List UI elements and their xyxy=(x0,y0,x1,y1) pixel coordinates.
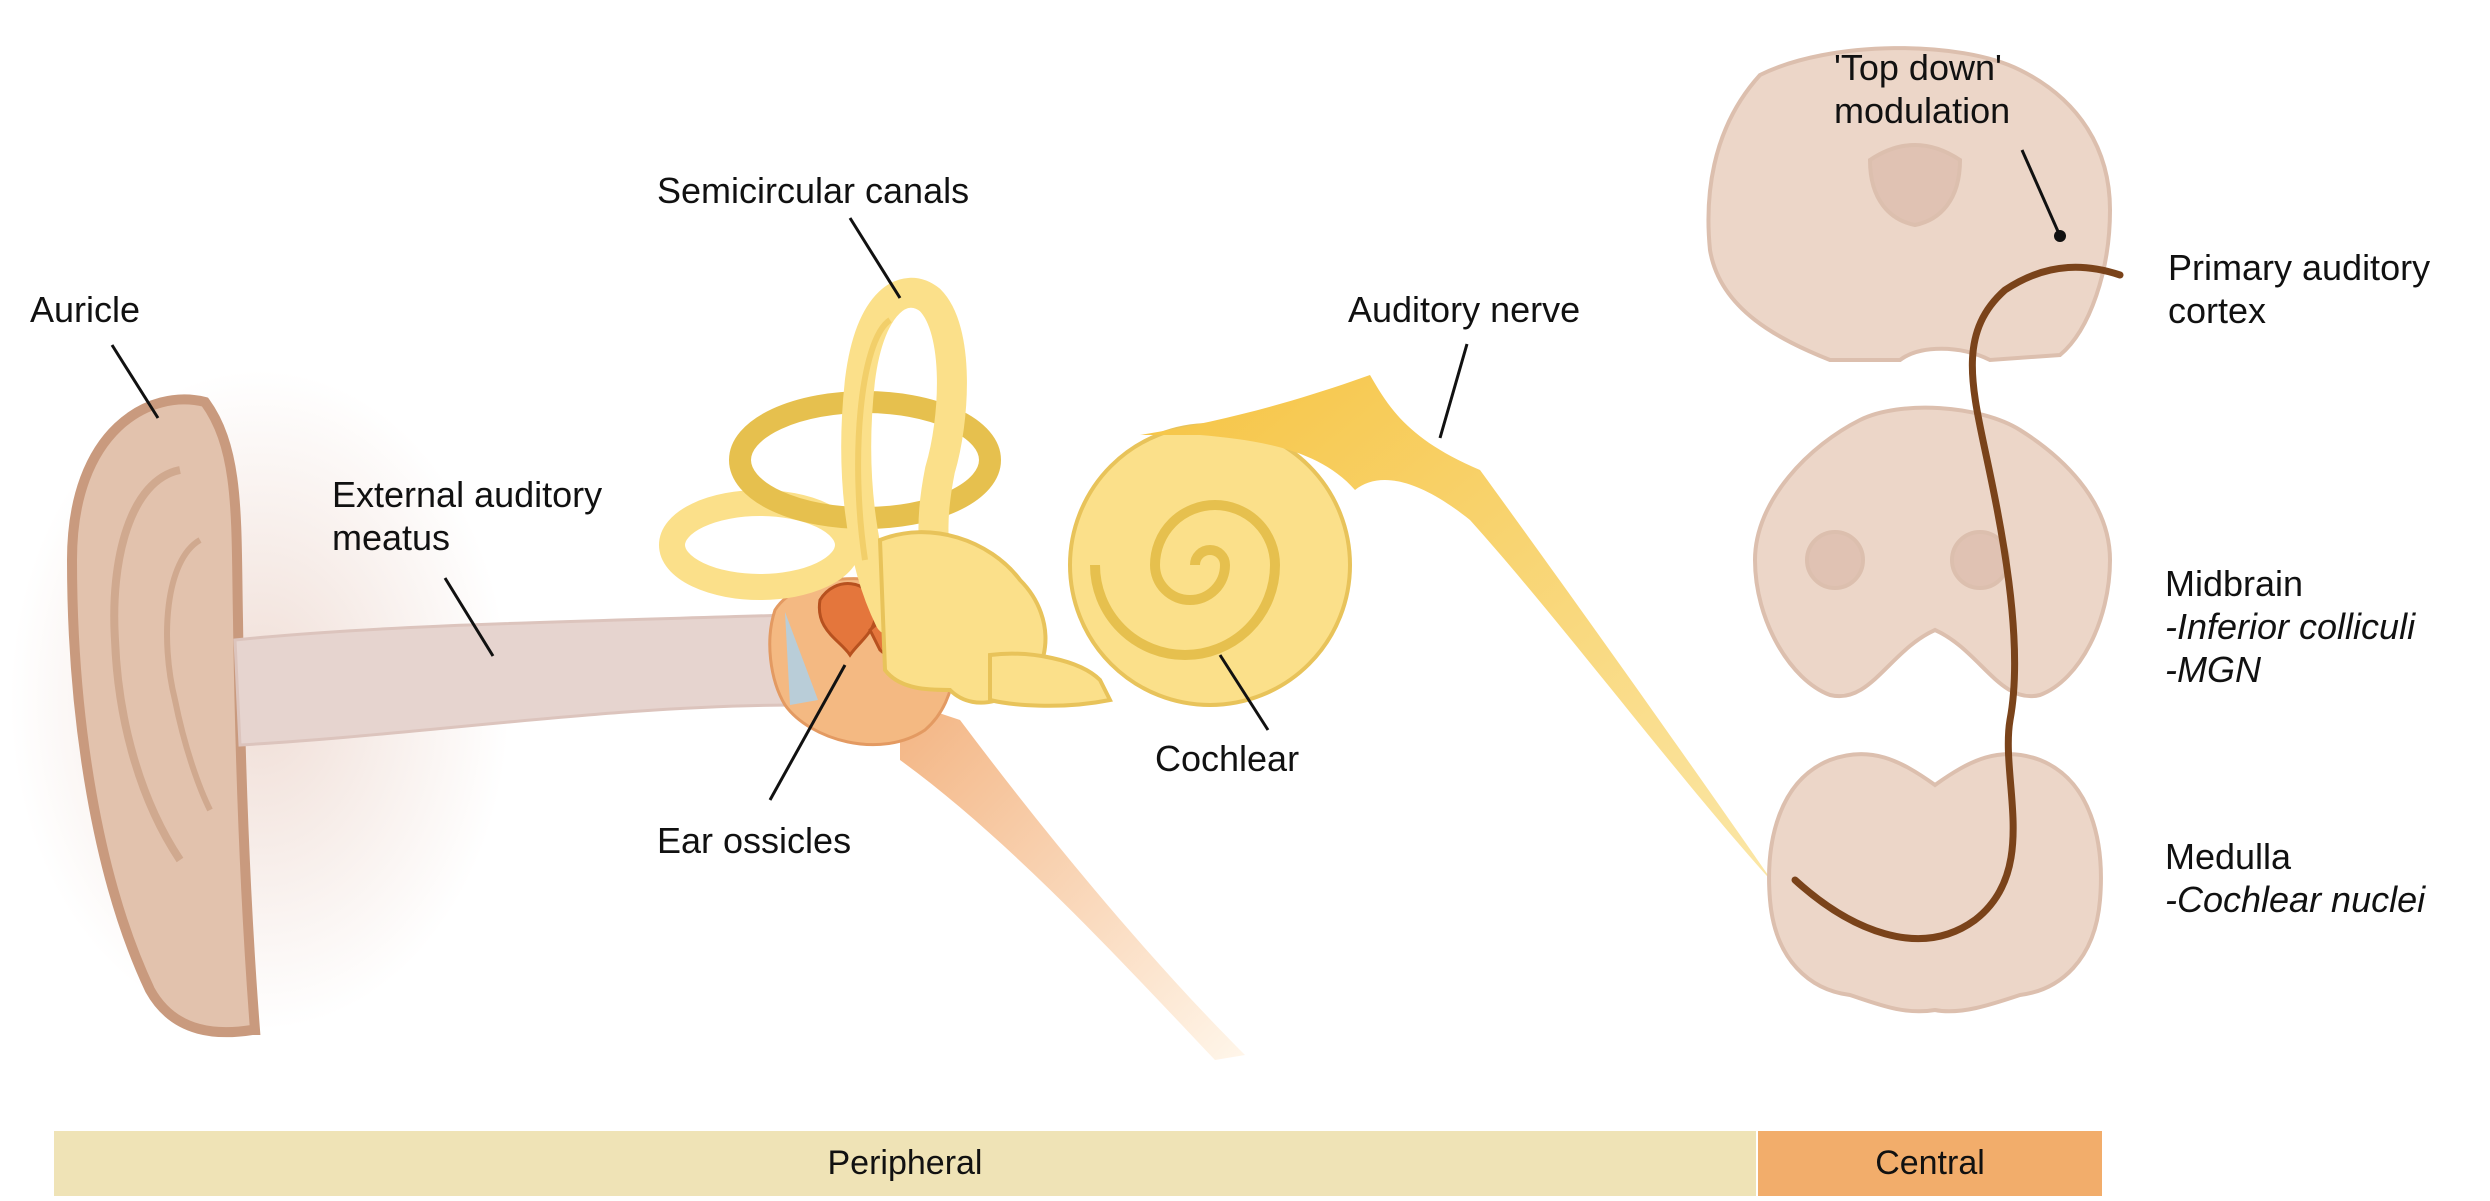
cochlea-shape xyxy=(1070,425,1350,705)
label-auditory-nerve: Auditory nerve xyxy=(1348,289,1580,331)
label-medulla: Medulla xyxy=(2165,836,2291,878)
label-external-meatus-line1: External auditory xyxy=(332,474,602,516)
peripheral-band: Peripheral xyxy=(54,1131,1756,1196)
central-band: Central xyxy=(1758,1131,2102,1196)
label-top-down-line2: modulation xyxy=(1834,90,2010,132)
label-ear-ossicles: Ear ossicles xyxy=(657,820,851,862)
label-semicircular-canals: Semicircular canals xyxy=(657,170,969,212)
label-auricle: Auricle xyxy=(30,289,140,331)
label-inferior-colliculi: -Inferior colliculi xyxy=(2165,606,2415,648)
midbrain-section xyxy=(1755,408,2110,697)
label-cochlear: Cochlear xyxy=(1155,738,1299,780)
peripheral-band-label: Peripheral xyxy=(828,1144,983,1183)
label-external-meatus-line2: meatus xyxy=(332,517,450,559)
auricle-leader xyxy=(112,345,158,418)
central-band-label: Central xyxy=(1875,1144,1985,1183)
external-meatus-shape xyxy=(235,615,800,745)
label-midbrain: Midbrain xyxy=(2165,563,2303,605)
semicircular-leader xyxy=(850,218,900,298)
label-primary-cortex-line1: Primary auditory xyxy=(2168,247,2430,289)
nerve-leader xyxy=(1440,344,1467,438)
top-down-dot xyxy=(2054,230,2066,242)
label-cochlear-nuclei: -Cochlear nuclei xyxy=(2165,879,2425,921)
label-top-down-line1: 'Top down' xyxy=(1834,47,2002,89)
label-mgn: -MGN xyxy=(2165,649,2261,691)
label-primary-cortex-line2: cortex xyxy=(2168,290,2266,332)
medulla-section xyxy=(1769,754,2101,1011)
